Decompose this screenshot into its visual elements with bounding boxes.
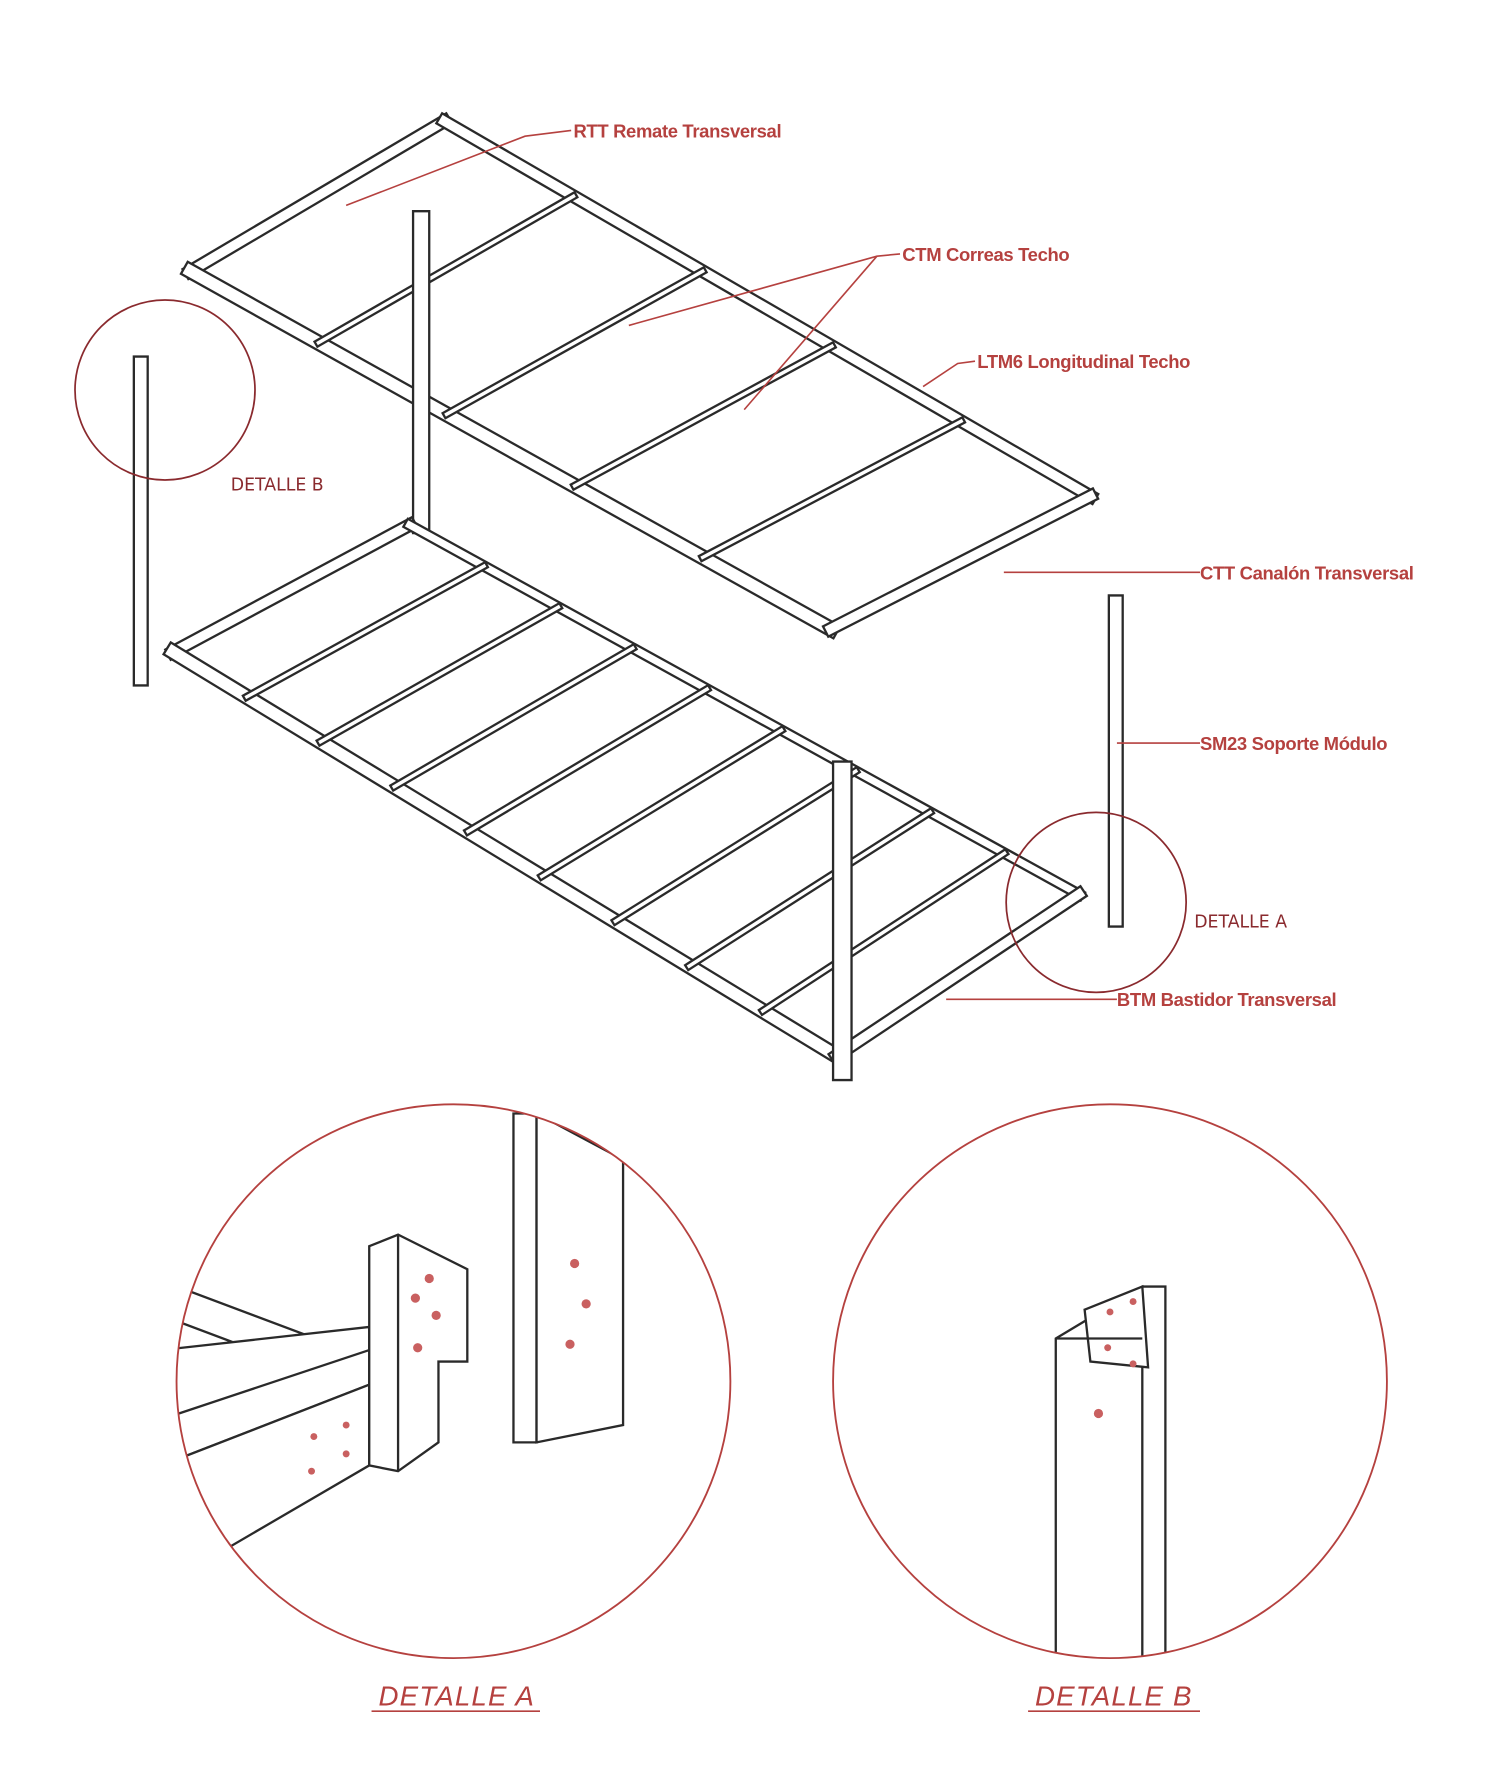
bottom-crossbar bbox=[539, 727, 784, 879]
bottom-front-long-member bbox=[165, 644, 845, 1064]
bottom-crossbar bbox=[318, 604, 561, 745]
detail-b-view bbox=[832, 1103, 1388, 1660]
btm-member bbox=[830, 887, 1086, 1063]
ctt-member bbox=[824, 489, 1097, 636]
bottom-crossbar bbox=[686, 809, 933, 969]
structure-members bbox=[132, 111, 1124, 1082]
btm-back-member bbox=[166, 518, 416, 659]
label-rtt: RTT Remate Transversal bbox=[573, 120, 781, 141]
ltm6-leader bbox=[922, 360, 976, 388]
detail-a-view bbox=[175, 1103, 732, 1660]
detail-a-callout-circle bbox=[1005, 811, 1188, 994]
rtt-member bbox=[184, 114, 451, 278]
ctm-purlin bbox=[572, 343, 835, 489]
bottom-crossbar bbox=[391, 645, 636, 789]
detail-a-circle bbox=[175, 1103, 732, 1660]
bottom-crossbar bbox=[465, 686, 710, 834]
label-sm23: SM23 Soporte Módulo bbox=[1200, 733, 1387, 754]
detail-b-title: DETALLE B bbox=[1035, 1680, 1193, 1711]
detail-b-callout-circle bbox=[74, 299, 256, 481]
label-btm: BTM Bastidor Transversal bbox=[1117, 989, 1336, 1010]
bottom-back-long-member bbox=[404, 520, 1084, 899]
label-ctm: CTM Correas Techo bbox=[902, 244, 1069, 265]
detail-a-callout-label: DETALLE A bbox=[1194, 913, 1287, 933]
ctm-purlin bbox=[444, 268, 706, 417]
ctm-purlin bbox=[700, 418, 964, 560]
ltm6-front-member bbox=[182, 263, 839, 637]
bottom-crossbar bbox=[244, 563, 487, 700]
label-ctt: CTT Canalón Transversal bbox=[1200, 562, 1414, 583]
rtt-leader bbox=[345, 129, 572, 207]
detail-b-circle bbox=[832, 1103, 1388, 1660]
ctm-purlin bbox=[316, 193, 576, 346]
label-ltm6: LTM6 Longitudinal Techo bbox=[977, 351, 1190, 372]
bottom-crossbar bbox=[760, 850, 1007, 1014]
detail-a-title: DETALLE A bbox=[378, 1680, 535, 1711]
detail-b-callout-label: DETALLE B bbox=[231, 475, 324, 495]
bottom-crossbar bbox=[612, 768, 859, 924]
ctm-leader-2 bbox=[743, 255, 878, 411]
ltm6-back-member bbox=[437, 114, 1097, 503]
